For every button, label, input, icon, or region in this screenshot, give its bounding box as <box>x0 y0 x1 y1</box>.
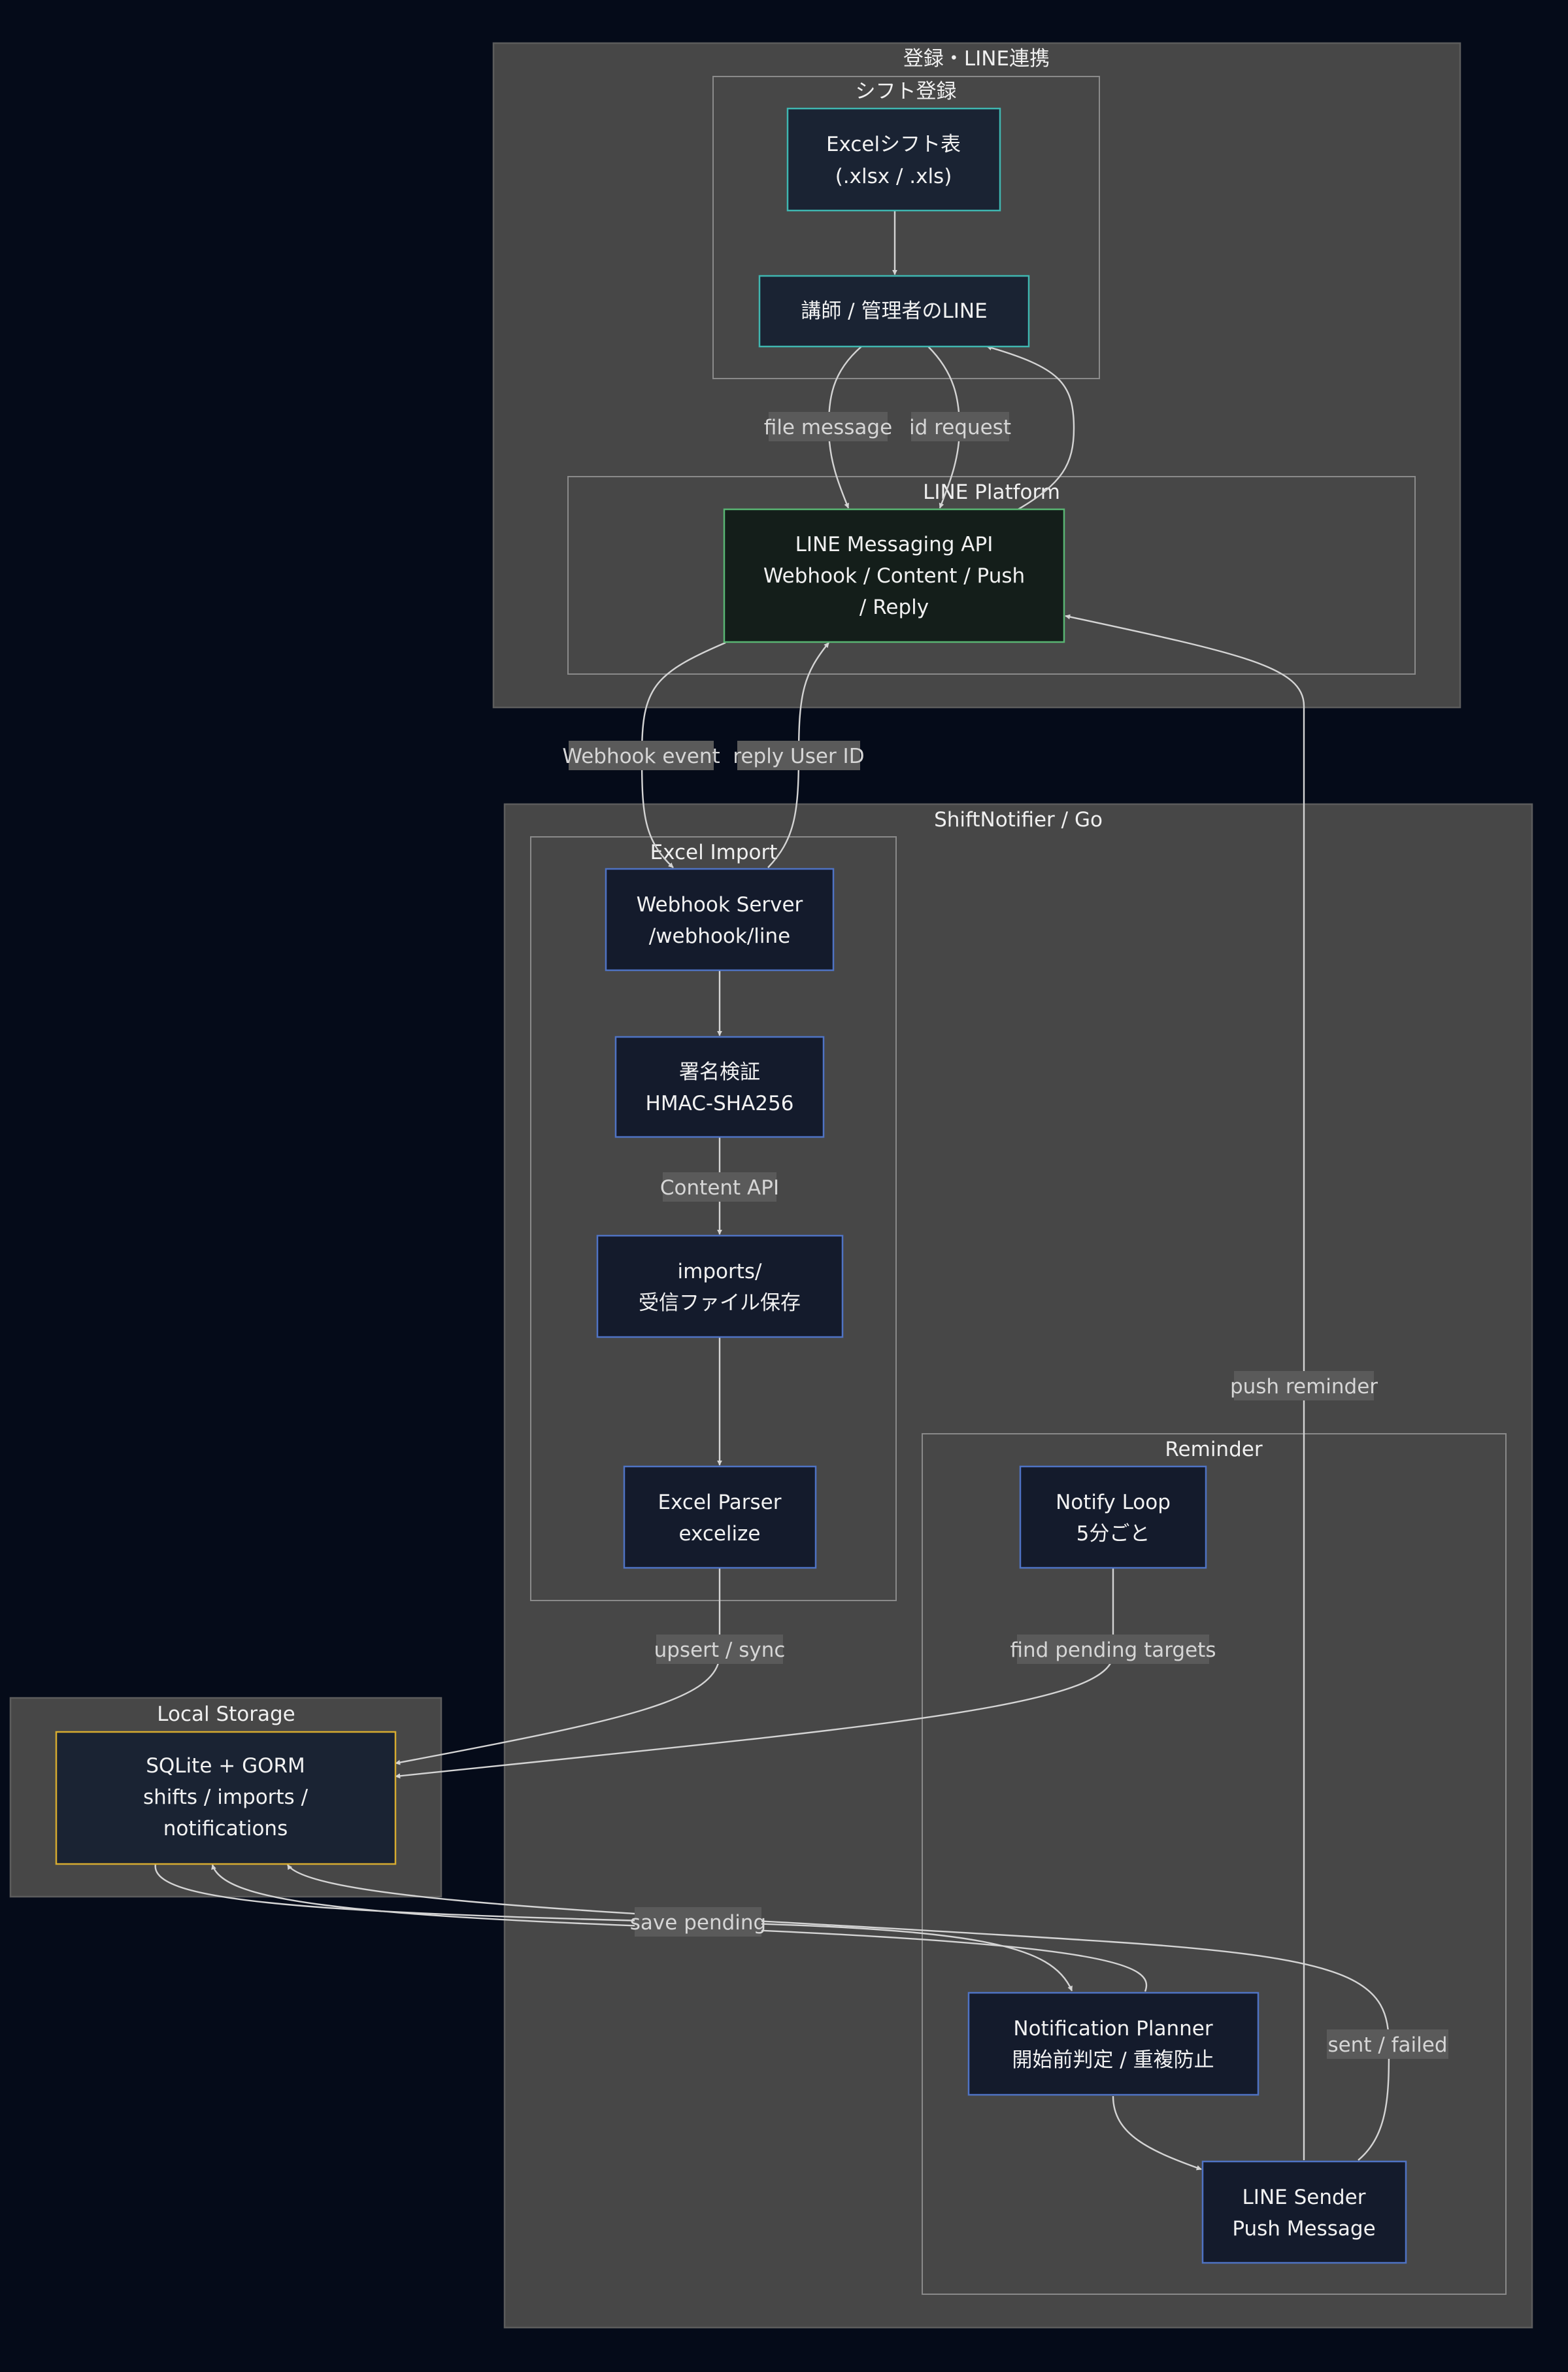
svg-text:Notification Planner: Notification Planner <box>1013 2017 1212 2041</box>
svg-text:Content API: Content API <box>660 1176 779 1200</box>
node-line-user: 講師 / 管理者のLINE <box>758 275 1030 348</box>
edge-planner-to-sender <box>1112 2095 1202 2171</box>
svg-text:imports/: imports/ <box>678 1260 763 1283</box>
label-id-request: id request <box>909 412 1011 441</box>
svg-text:id request: id request <box>909 416 1011 439</box>
edge-api-to-line-user <box>986 345 1075 511</box>
svg-text:(.xlsx / .xls): (.xlsx / .xls) <box>835 165 952 188</box>
node-signature: 署名検証 HMAC-SHA256 <box>614 1036 825 1138</box>
edge-sent-failed <box>286 1864 1390 2161</box>
svg-text:5分ごと: 5分ごと <box>1076 1522 1150 1546</box>
node-webhook-server: Webhook Server /webhook/line <box>605 868 835 972</box>
svg-text:notifications: notifications <box>163 1817 288 1840</box>
cluster-excel-import: Excel Import <box>530 836 897 1601</box>
node-excel-shift: Excelシフト表 (.xlsx / .xls) <box>786 107 1001 212</box>
svg-text:file message: file message <box>764 416 892 439</box>
cluster-reminder-title: Reminder <box>1165 1438 1262 1461</box>
svg-text:Webhook / Content / Push: Webhook / Content / Push <box>763 564 1025 588</box>
edge-labels: file message id request Webhook event re… <box>562 412 1448 2059</box>
cluster-shift-registration: シフト登録 <box>712 76 1100 379</box>
svg-text:署名検証: 署名検証 <box>679 1060 760 1084</box>
label-file-message: file message <box>764 412 892 441</box>
edge-push-reminder <box>1065 614 1305 2160</box>
label-sent-failed: sent / failed <box>1327 2029 1448 2059</box>
svg-text:Excel Parser: Excel Parser <box>658 1491 782 1514</box>
cluster-reminder: Reminder <box>922 1433 1507 2295</box>
svg-text:/webhook/line: /webhook/line <box>649 924 790 948</box>
node-notify-loop: Notify Loop 5分ごと <box>1019 1465 1207 1569</box>
label-find-pending: find pending targets <box>1010 1635 1216 1664</box>
cluster-shiftnotifier-title: ShiftNotifier / Go <box>934 808 1103 832</box>
svg-text:講師 / 管理者のLINE: 講師 / 管理者のLINE <box>801 299 987 323</box>
svg-text:LINE Sender: LINE Sender <box>1243 2186 1366 2209</box>
svg-text:Webhook event: Webhook event <box>562 745 720 768</box>
label-webhook-event: Webhook event <box>562 741 720 770</box>
node-line-api: LINE Messaging API Webhook / Content / P… <box>723 508 1065 643</box>
svg-text:開始前判定 / 重複防止: 開始前判定 / 重複防止 <box>1012 2048 1214 2072</box>
label-reply-user-id: reply User ID <box>733 741 865 770</box>
svg-text:Notify Loop: Notify Loop <box>1056 1491 1171 1514</box>
svg-text:Excelシフト表: Excelシフト表 <box>826 133 961 156</box>
node-sender: LINE Sender Push Message <box>1201 2160 1407 2264</box>
svg-text:reply User ID: reply User ID <box>733 745 864 768</box>
svg-text:shifts / imports /: shifts / imports / <box>143 1786 309 1809</box>
svg-text:save pending: save pending <box>630 1911 766 1935</box>
svg-text:Push Message: Push Message <box>1232 2217 1375 2241</box>
svg-text:sent / failed: sent / failed <box>1327 2033 1447 2057</box>
svg-text:push reminder: push reminder <box>1230 1375 1378 1398</box>
label-content-api: Content API <box>660 1172 779 1202</box>
svg-text:/ Reply: / Reply <box>859 596 929 619</box>
svg-text:受信ファイル保存: 受信ファイル保存 <box>639 1291 801 1315</box>
svg-text:upsert / sync: upsert / sync <box>654 1638 786 1662</box>
label-push-reminder: push reminder <box>1230 1371 1378 1400</box>
node-imports: imports/ 受信ファイル保存 <box>596 1234 844 1338</box>
label-save-pending: save pending <box>630 1907 766 1937</box>
cluster-shift-registration-title: シフト登録 <box>856 80 957 103</box>
cluster-registration-title: 登録・LINE連携 <box>903 47 1050 71</box>
node-excel-parser: Excel Parser excelize <box>623 1465 817 1569</box>
cluster-excel-import-title: Excel Import <box>650 841 778 864</box>
node-sqlite: SQLite + GORM shifts / imports / notific… <box>55 1731 397 1865</box>
svg-text:HMAC-SHA256: HMAC-SHA256 <box>646 1092 794 1115</box>
cluster-local-storage-title: Local Storage <box>157 1703 295 1726</box>
node-planner: Notification Planner 開始前判定 / 重複防止 <box>967 1991 1259 2096</box>
edge-find-pending <box>395 1568 1114 1779</box>
svg-text:LINE Messaging API: LINE Messaging API <box>795 533 993 556</box>
svg-text:Webhook Server: Webhook Server <box>637 893 803 917</box>
svg-text:excelize: excelize <box>678 1522 760 1546</box>
svg-text:SQLite + GORM: SQLite + GORM <box>146 1754 305 1778</box>
label-upsert-sync: upsert / sync <box>654 1635 786 1664</box>
svg-text:find pending targets: find pending targets <box>1010 1638 1216 1662</box>
edge-upsert-sync <box>395 1568 721 1765</box>
